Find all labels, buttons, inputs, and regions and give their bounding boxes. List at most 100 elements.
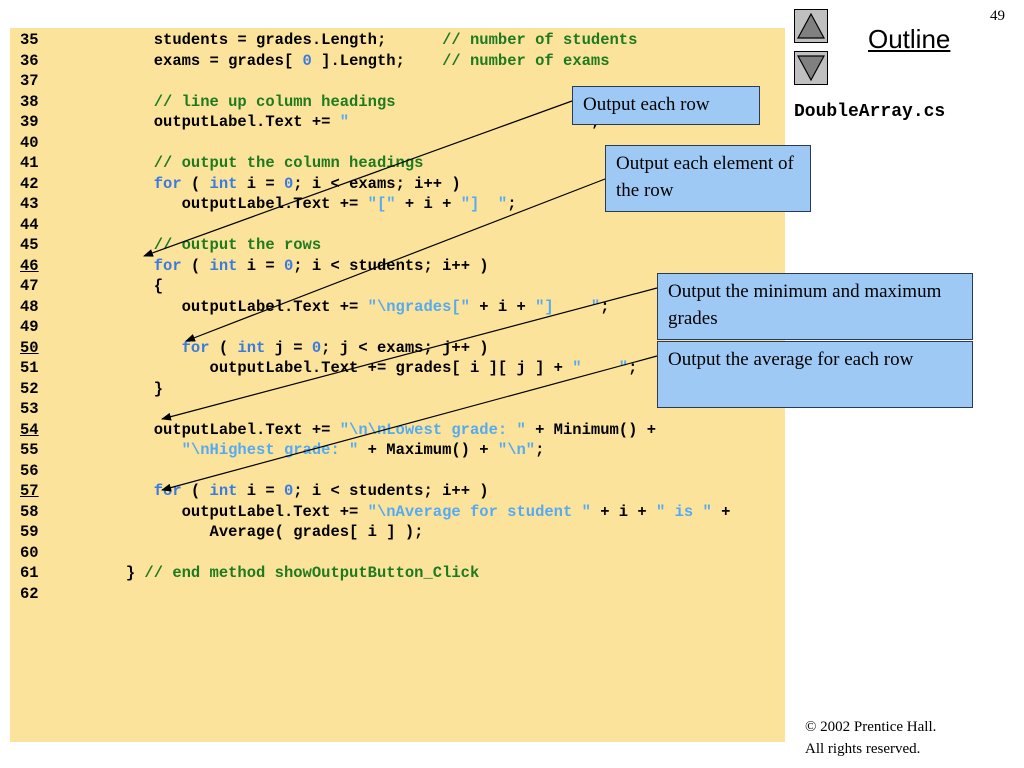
code-token: ].Length; bbox=[311, 51, 443, 70]
code-indent bbox=[70, 195, 182, 213]
code-text: for ( int i = 0; i < students; i++ ) bbox=[70, 256, 489, 277]
line-number: 48 bbox=[20, 297, 39, 316]
next-slide-button[interactable] bbox=[794, 51, 828, 85]
code-keyword: int bbox=[209, 256, 238, 275]
line-number: 54 bbox=[20, 420, 39, 439]
code-comment: // number of students bbox=[442, 31, 638, 49]
code-text: exams = grades[ 0 ].Length; // number of… bbox=[70, 51, 610, 72]
code-token: ; bbox=[628, 359, 638, 377]
code-token: ; bbox=[507, 195, 517, 213]
code-text: outputLabel.Text += grades[ i ][ j ] + "… bbox=[70, 358, 638, 379]
code-indent bbox=[70, 298, 182, 316]
code-token: ; i < students; i++ ) bbox=[293, 256, 489, 275]
code-text: // line up column headings bbox=[70, 92, 396, 113]
previous-slide-button[interactable] bbox=[794, 9, 828, 43]
line-number: 43 bbox=[20, 195, 39, 213]
line-number: 53 bbox=[20, 400, 39, 418]
copyright-line: © 2002 Prentice Hall. bbox=[805, 719, 937, 735]
callout-output-row: Output each row bbox=[572, 86, 760, 125]
code-indent bbox=[70, 482, 154, 500]
code-indent bbox=[70, 359, 210, 377]
outline-link[interactable]: Outline bbox=[868, 24, 951, 54]
triangle-up-icon bbox=[796, 12, 826, 39]
line-number: 61 bbox=[20, 564, 39, 582]
code-text: outputLabel.Text += "\ngrades[" + i + "]… bbox=[70, 297, 610, 318]
line-number: 35 bbox=[20, 31, 39, 49]
code-number: 0 bbox=[311, 338, 322, 357]
code-indent bbox=[70, 257, 154, 275]
callout-output-average: Output the average for each row bbox=[657, 341, 973, 408]
line-number: 44 bbox=[20, 215, 39, 234]
code-indent bbox=[70, 93, 154, 111]
line-number: 58 bbox=[20, 502, 39, 521]
code-string: "] " bbox=[535, 297, 601, 316]
code-token: outputLabel.Text += bbox=[181, 195, 368, 213]
callout-output-element: Output each element of the row bbox=[605, 145, 811, 212]
line-number: 37 bbox=[20, 72, 39, 90]
line-number: 38 bbox=[20, 92, 39, 111]
code-token: + i + bbox=[469, 297, 536, 316]
file-name: DoubleArray.cs bbox=[794, 102, 946, 122]
code-token: } bbox=[153, 379, 164, 398]
code-comment: // output the rows bbox=[153, 236, 322, 254]
code-text: } // end method showOutputButton_Click bbox=[70, 563, 479, 584]
code-text: outputLabel.Text += "\n\nLowest grade: "… bbox=[70, 420, 656, 441]
code-text: Average( grades[ i ] ); bbox=[70, 522, 424, 543]
line-number: 46 bbox=[20, 256, 39, 275]
code-token: } bbox=[125, 564, 145, 582]
code-comment: // number of exams bbox=[442, 51, 610, 70]
code-indent bbox=[70, 52, 154, 70]
code-indent bbox=[70, 441, 182, 459]
code-indent bbox=[70, 503, 182, 521]
line-number: 59 bbox=[20, 523, 39, 541]
code-comment: // line up column headings bbox=[153, 92, 396, 111]
code-line: 54 outputLabel.Text += "\n\nLowest grade… bbox=[10, 420, 785, 441]
triangle-down-icon bbox=[796, 55, 826, 82]
code-line: 52 } bbox=[10, 379, 785, 400]
code-text: outputLabel.Text += " "; bbox=[70, 112, 601, 133]
code-token: ; i < exams; i++ ) bbox=[293, 174, 461, 193]
code-line: 35 students = grades.Length; // number o… bbox=[10, 30, 785, 51]
code-indent bbox=[70, 236, 154, 254]
code-string: "\n\nLowest grade: " bbox=[339, 420, 526, 439]
code-token: { bbox=[153, 277, 164, 295]
code-string: "\nHighest grade: " bbox=[181, 441, 359, 459]
code-indent bbox=[70, 175, 154, 193]
code-token: + Maximum() + bbox=[358, 441, 498, 459]
code-indent bbox=[70, 421, 154, 439]
callout-output-minmax: Output the minimum and maximum grades bbox=[657, 273, 973, 340]
code-text: { bbox=[70, 276, 163, 297]
code-indent bbox=[70, 154, 154, 172]
code-line: 61 } // end method showOutputButton_Clic… bbox=[10, 563, 785, 584]
line-number: 57 bbox=[20, 482, 39, 500]
line-number: 60 bbox=[20, 543, 39, 562]
code-keyword: int bbox=[209, 174, 238, 193]
line-number: 49 bbox=[20, 318, 39, 336]
line-number: 55 bbox=[20, 441, 39, 459]
code-token: + bbox=[711, 502, 731, 521]
code-keyword: for bbox=[181, 338, 210, 357]
code-indent bbox=[70, 523, 210, 541]
code-token: outputLabel.Text += bbox=[153, 420, 340, 439]
code-line: 60 bbox=[10, 543, 785, 564]
line-number: 50 bbox=[20, 338, 39, 357]
code-number: 0 bbox=[283, 256, 294, 275]
code-indent bbox=[70, 113, 154, 131]
code-token: + i + bbox=[395, 195, 461, 213]
code-indent bbox=[70, 31, 154, 49]
code-keyword: for bbox=[153, 174, 182, 193]
line-number: 42 bbox=[20, 174, 39, 193]
code-token: ( bbox=[181, 256, 210, 275]
code-token: outputLabel.Text += bbox=[181, 502, 368, 521]
code-line: 59 Average( grades[ i ] ); bbox=[10, 522, 785, 543]
code-line: 53 bbox=[10, 399, 785, 420]
code-token: i = bbox=[237, 256, 284, 275]
code-token: exams = grades[ bbox=[153, 51, 303, 70]
code-indent bbox=[70, 564, 126, 582]
code-text: outputLabel.Text += "\nAverage for stude… bbox=[70, 502, 731, 523]
code-token: outputLabel.Text += bbox=[181, 297, 368, 316]
code-text: outputLabel.Text += "[" + i + "] "; bbox=[70, 194, 517, 215]
code-text: } bbox=[70, 379, 163, 400]
code-token: ; j < exams; j++ ) bbox=[321, 338, 489, 357]
code-string: " " bbox=[572, 359, 629, 377]
